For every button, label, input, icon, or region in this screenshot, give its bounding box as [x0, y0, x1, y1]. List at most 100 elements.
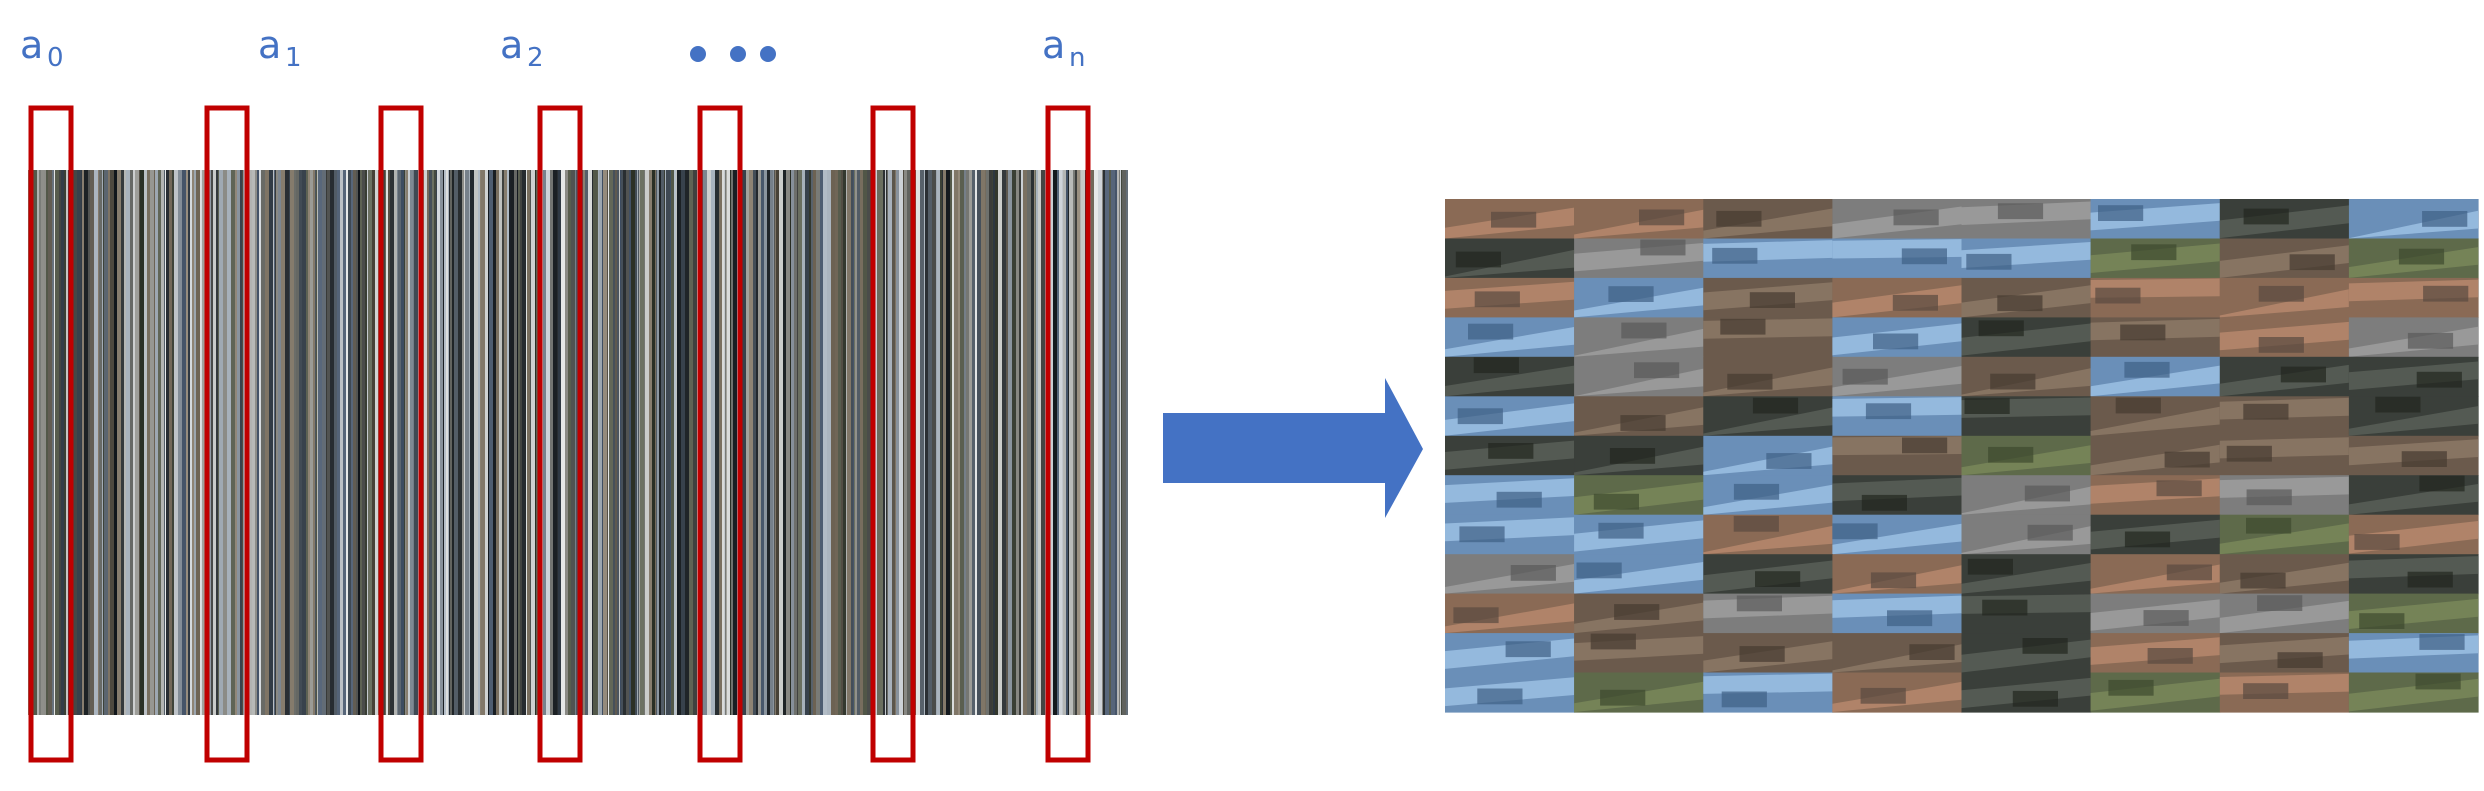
strip-column: [502, 170, 505, 715]
mosaic-tile-detail: [2143, 610, 2189, 626]
strip-column: [410, 170, 414, 715]
mosaic-tile-detail: [1749, 292, 1795, 308]
strip-column: [98, 170, 100, 715]
strip-column: [507, 170, 510, 715]
mosaic-tile-detail: [1600, 689, 1646, 706]
strip-column: [450, 170, 453, 715]
strip-column: [37, 170, 40, 715]
strip-column: [269, 170, 274, 715]
mosaic-tile-detail: [1901, 248, 1947, 265]
strip-column: [470, 170, 475, 715]
strip-column: [55, 170, 60, 715]
strip-column: [657, 170, 660, 715]
strip-column: [194, 170, 197, 715]
strip-column: [952, 170, 955, 715]
patch-mosaic-image: [1445, 199, 2479, 713]
strip-column: [443, 170, 445, 715]
mosaic-tile-detail: [2095, 287, 2141, 304]
strip-column: [166, 170, 170, 715]
strip-column: [240, 170, 243, 715]
strip-column: [936, 170, 938, 715]
strip-column: [386, 170, 389, 715]
mosaic-tile-detail: [2419, 634, 2465, 650]
mosaic-tile-detail: [1873, 333, 1919, 350]
strip-column: [1012, 170, 1017, 715]
strip-column: [1115, 170, 1118, 715]
strip-column: [362, 170, 366, 715]
mosaic-tile-detail: [1505, 641, 1551, 658]
mosaic-tile-detail: [2354, 534, 2400, 550]
strip-column: [598, 170, 600, 715]
strip-column: [531, 170, 536, 715]
strip-column: [1068, 170, 1070, 715]
strip-column: [452, 170, 455, 715]
strip-column: [877, 170, 882, 715]
strip-column: [186, 170, 189, 715]
strip-column: [981, 170, 986, 715]
strip-column: [1081, 170, 1086, 715]
mosaic-tile-detail: [2226, 445, 2272, 462]
strip-column: [401, 170, 405, 715]
mosaic-tile-detail: [2375, 396, 2421, 413]
mosaic-tile-texture: [1832, 523, 1962, 555]
strip-column: [1016, 170, 1020, 715]
strip-column: [543, 170, 547, 715]
strip-column: [448, 170, 450, 715]
strip-column: [397, 170, 399, 715]
strip-column: [310, 170, 314, 715]
strip-column: [954, 170, 959, 715]
strip-column: [535, 170, 537, 715]
strip-column: [61, 170, 65, 715]
strip-column: [652, 170, 656, 715]
strip-column: [77, 170, 82, 715]
strip-column: [659, 170, 662, 715]
strip-column: [275, 170, 277, 715]
strip-column: [424, 170, 428, 715]
strip-column: [108, 170, 111, 715]
column-frame-a2: [378, 105, 424, 763]
strip-column: [874, 170, 878, 715]
mosaic-tile-detail: [1459, 526, 1505, 543]
strip-column: [998, 170, 1003, 715]
strip-column: [896, 170, 900, 715]
strip-column: [64, 170, 67, 715]
mosaic-tile-texture: [2219, 523, 2349, 555]
strip-column: [711, 170, 716, 715]
strip-column: [576, 170, 579, 715]
strip-column: [1073, 170, 1076, 715]
mosaic-tile-detail: [1614, 604, 1660, 620]
strip-column: [261, 170, 266, 715]
mosaic-tile-detail: [1997, 203, 2044, 220]
mosaic-tile-detail: [1455, 251, 1501, 268]
strip-column: [550, 170, 554, 715]
mosaic-tile-texture: [1703, 525, 1833, 555]
strip-column: [725, 170, 727, 715]
mosaic-tile-detail: [1909, 644, 1955, 660]
strip-column: [656, 170, 658, 715]
strip-column: [281, 170, 286, 715]
strip-column: [887, 170, 889, 715]
mosaic-tile-detail: [2280, 366, 2326, 383]
strip-column: [1063, 170, 1067, 715]
strip-column: [707, 170, 712, 715]
svg-text:n: n: [1069, 43, 1085, 73]
strip-column: [385, 170, 387, 715]
mosaic-tile-detail: [1608, 286, 1654, 302]
strip-column: [841, 170, 844, 715]
strip-column: [255, 170, 258, 715]
strip-column: [823, 170, 828, 715]
strip-column: [786, 170, 791, 715]
svg-text:1: 1: [285, 43, 302, 73]
mosaic-tile-detail: [1453, 607, 1499, 624]
mosaic-tile-detail: [1733, 483, 1780, 500]
mosaic-tile-detail: [2124, 531, 2171, 548]
strip-column: [216, 170, 219, 715]
strip-column: [33, 170, 38, 715]
strip-column: [975, 170, 978, 715]
strip-column: [995, 170, 999, 715]
strip-column: [811, 170, 814, 715]
strip-column: [259, 170, 262, 715]
strip-column: [351, 170, 354, 715]
strip-column: [252, 170, 256, 715]
